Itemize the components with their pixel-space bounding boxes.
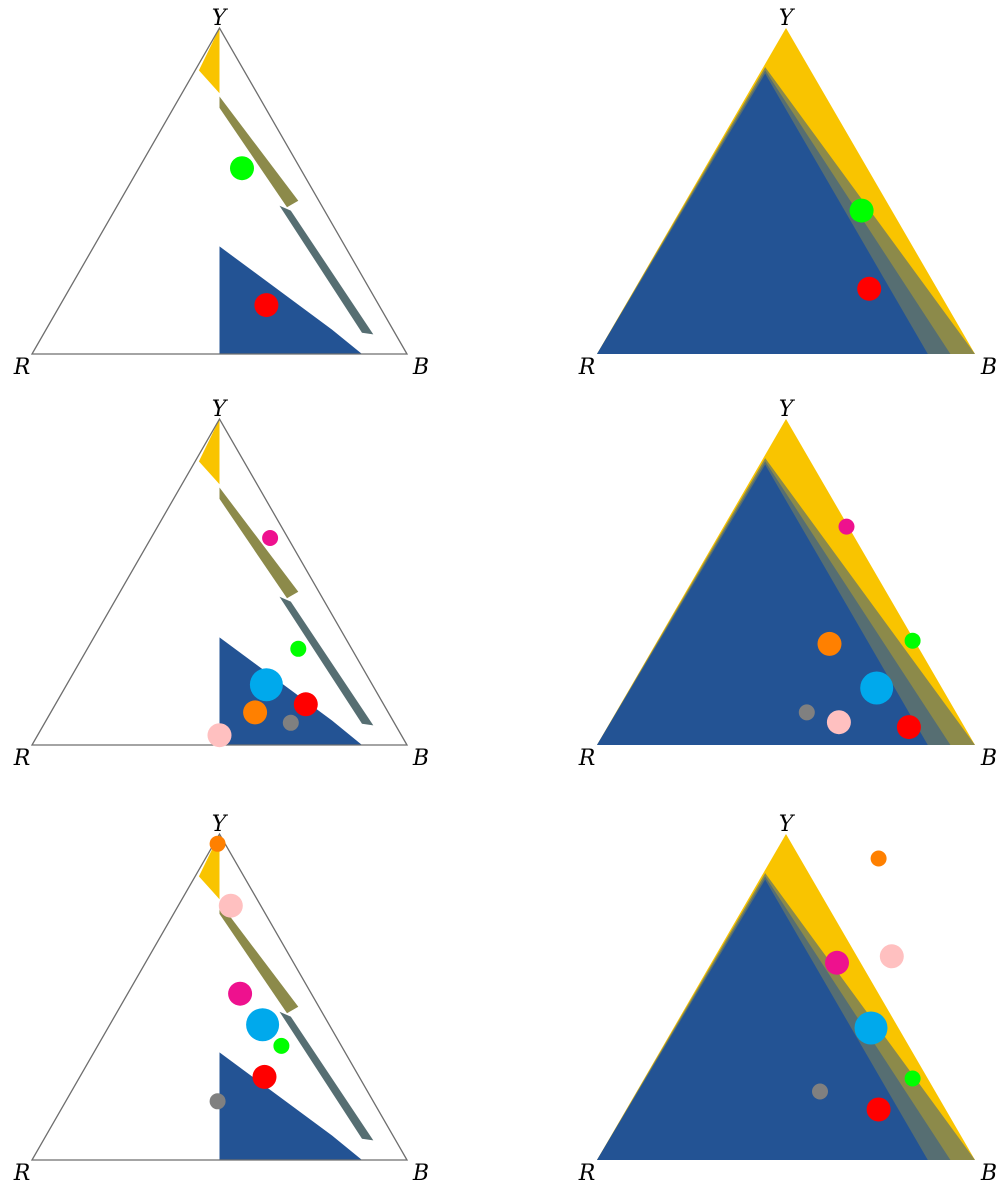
magenta-marker — [838, 518, 855, 535]
vertex-label-top: Y — [779, 6, 796, 31]
vertex-label-left: R — [578, 746, 596, 771]
blue-region — [219, 246, 362, 354]
blue-region — [597, 879, 928, 1160]
blue-region — [219, 1052, 362, 1160]
pink-marker — [207, 723, 232, 748]
pink-marker — [826, 710, 851, 735]
vertex-label-right: B — [980, 355, 997, 380]
pink-marker — [879, 944, 904, 969]
triangle-outline — [30, 832, 409, 1161]
vertex-label-top: Y — [779, 812, 796, 837]
yellow-region — [198, 28, 220, 94]
vertex-label-top: Y — [779, 397, 796, 422]
vertex-label-left: R — [13, 746, 31, 771]
gray-marker — [812, 1083, 828, 1100]
ternary-panel-4: Y R B — [578, 397, 997, 771]
slate-band — [279, 205, 374, 335]
cyan-marker — [854, 1011, 888, 1045]
red-marker — [857, 276, 882, 301]
orange-marker — [209, 835, 226, 852]
slate-band — [279, 1011, 374, 1141]
green-marker — [273, 1037, 290, 1054]
pink-marker — [218, 893, 243, 918]
red-marker — [252, 1064, 277, 1089]
ternary-panel-3: Y R B — [13, 397, 429, 771]
orange-marker — [243, 700, 268, 725]
cyan-marker — [246, 1008, 280, 1042]
orange-marker — [817, 631, 842, 656]
magenta-marker — [825, 950, 849, 975]
slate-band — [279, 596, 374, 726]
red-marker — [866, 1097, 891, 1122]
orange-marker — [870, 850, 887, 867]
vertex-label-right: B — [412, 1161, 429, 1186]
olive-band — [219, 487, 299, 599]
ternary-panel-6: Y R B — [578, 812, 997, 1186]
vertex-label-left: R — [13, 355, 31, 380]
yellow-region — [198, 419, 220, 485]
magenta-marker — [228, 981, 253, 1006]
vertex-label-left: R — [578, 1161, 596, 1186]
vertex-label-left: R — [578, 355, 596, 380]
vertex-label-right: B — [412, 746, 429, 771]
vertex-label-right: B — [980, 746, 997, 771]
green-marker — [230, 156, 254, 181]
cyan-marker — [249, 668, 283, 702]
cyan-marker — [860, 671, 894, 705]
vertex-label-left: R — [13, 1161, 31, 1186]
gray-marker — [798, 704, 815, 721]
blue-region — [597, 73, 928, 354]
red-marker — [896, 715, 921, 740]
olive-band — [219, 96, 299, 208]
gray-marker — [282, 714, 299, 731]
green-marker — [290, 640, 307, 657]
red-marker — [254, 293, 279, 318]
triangle-outline — [30, 26, 409, 355]
ternary-panel-5: Y R B — [13, 812, 429, 1186]
vertex-label-top: Y — [212, 812, 229, 837]
ternary-panel-1: Y R B — [13, 6, 429, 380]
vertex-label-top: Y — [212, 397, 229, 422]
blue-region — [597, 464, 928, 745]
gray-marker — [209, 1093, 226, 1110]
green-marker — [904, 1070, 921, 1087]
vertex-label-right: B — [412, 355, 429, 380]
olive-band — [219, 902, 299, 1014]
ternary-panel-2: Y R B — [578, 6, 997, 380]
magenta-marker — [262, 530, 279, 546]
vertex-label-right: B — [980, 1161, 997, 1186]
vertex-label-top: Y — [212, 6, 229, 31]
green-marker — [849, 198, 874, 223]
green-marker — [904, 632, 921, 649]
red-marker — [293, 692, 318, 717]
